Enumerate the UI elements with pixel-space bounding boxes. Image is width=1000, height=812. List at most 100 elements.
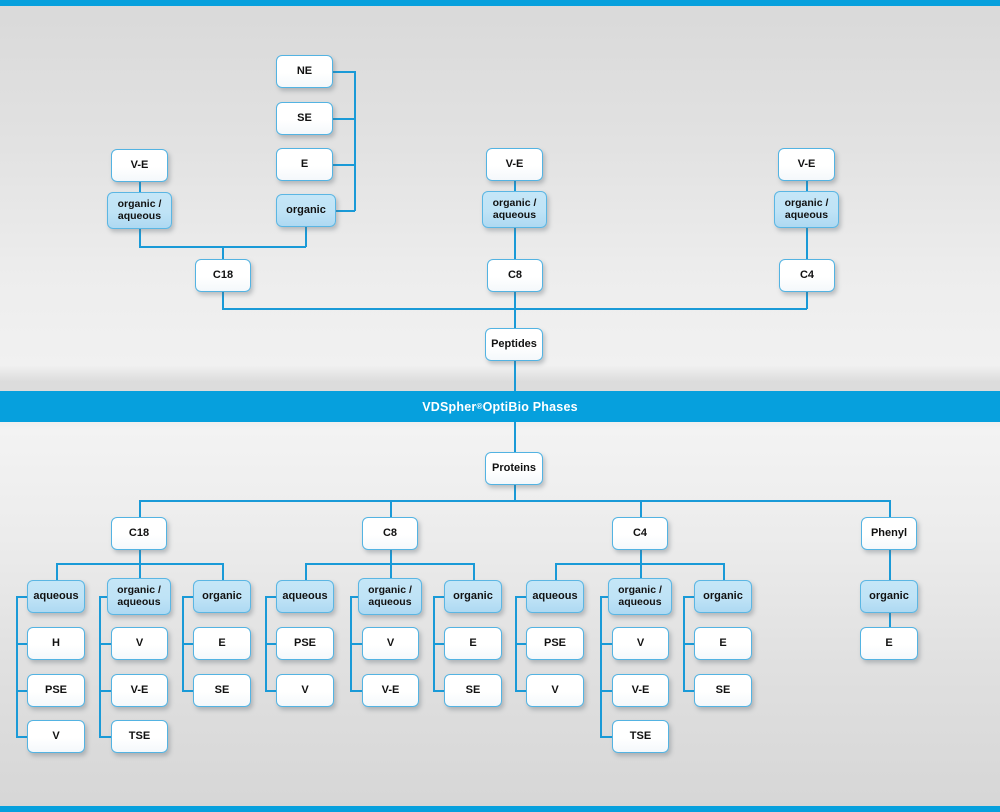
- link-proteins-bus-c8: [390, 500, 392, 518]
- link-c18-mode-aq: [56, 563, 58, 581]
- node-peptides[interactable]: Peptides: [485, 328, 543, 361]
- node-label: H: [52, 637, 60, 650]
- node-peptides-c18-organic[interactable]: organic: [276, 194, 336, 227]
- node-proteins-c18[interactable]: C18: [111, 517, 167, 550]
- node-label: organic: [286, 204, 326, 217]
- node-proteins-c4-aqueous-v[interactable]: V: [526, 674, 584, 707]
- stub-c18-aq-head: [16, 596, 28, 598]
- node-peptides-c8[interactable]: C8: [487, 259, 543, 292]
- banner-brand: VDSpher: [422, 399, 477, 414]
- stub-c18-oa-head: [99, 596, 109, 598]
- stub-c8-aq-head: [265, 596, 277, 598]
- bus-c18-aq: [16, 596, 18, 737]
- node-proteins-c18-organic-aqueous-v[interactable]: V: [111, 627, 168, 660]
- node-proteins-c8[interactable]: C8: [362, 517, 418, 550]
- node-proteins-c18-organic[interactable]: organic: [193, 580, 251, 613]
- node-proteins-c4-organic-aqueous-ve[interactable]: V-E: [612, 674, 669, 707]
- node-label: SE: [297, 112, 312, 125]
- node-label: C8: [382, 527, 398, 540]
- node-label: E: [300, 158, 309, 171]
- node-label: PSE: [44, 684, 67, 697]
- node-proteins-c4[interactable]: C4: [612, 517, 668, 550]
- stub-c18-org-1: [182, 643, 194, 645]
- node-proteins-phenyl-organic[interactable]: organic: [860, 580, 918, 613]
- link-c8-mode-org: [473, 563, 475, 581]
- node-label: organic: [869, 590, 909, 603]
- node-proteins-c8-organic[interactable]: organic: [444, 580, 502, 613]
- node-proteins-c8-aqueous-pse[interactable]: PSE: [276, 627, 334, 660]
- node-label: V: [551, 684, 559, 697]
- stub-c8-org-1: [433, 643, 445, 645]
- node-proteins-c4-aqueous[interactable]: aqueous: [526, 580, 584, 613]
- node-proteins-phenyl-organic-e[interactable]: E: [860, 627, 918, 660]
- node-proteins-c18-aqueous-pse[interactable]: PSE: [27, 674, 85, 707]
- node-peptides-c18-organic-se[interactable]: SE: [276, 102, 333, 135]
- node-label: C4: [632, 527, 648, 540]
- node-proteins-c18-organic-se[interactable]: SE: [193, 674, 251, 707]
- node-proteins-c18-aqueous-h[interactable]: H: [27, 627, 85, 660]
- node-label: organic: [202, 590, 242, 603]
- node-peptides-c4-organic-aqueous[interactable]: organic /aqueous: [774, 191, 839, 228]
- node-peptides-c18-organic-e[interactable]: E: [276, 148, 333, 181]
- link-peptides-bus-c4: [806, 292, 808, 309]
- node-peptides-c8-organic-aqueous-ve[interactable]: V-E: [486, 148, 543, 181]
- node-proteins-c18-organic-aqueous-tse[interactable]: TSE: [111, 720, 168, 753]
- node-proteins-c4-organic-aqueous[interactable]: organic /aqueous: [608, 578, 672, 615]
- node-proteins-c8-organic-aqueous-v[interactable]: V: [362, 627, 419, 660]
- node-proteins-c8-aqueous-v[interactable]: V: [276, 674, 334, 707]
- node-peptides-c18-organic-aqueous-ve[interactable]: V-E: [111, 149, 168, 182]
- node-proteins-c18-aqueous-v[interactable]: V: [27, 720, 85, 753]
- node-label: aqueous: [532, 590, 578, 603]
- node-label: V-E: [797, 158, 816, 171]
- node-peptides-c8-organic-aqueous[interactable]: organic /aqueous: [482, 191, 547, 228]
- node-label: aqueous: [282, 590, 328, 603]
- stub-c8-oa-head: [350, 596, 360, 598]
- node-proteins-phenyl[interactable]: Phenyl: [861, 517, 917, 550]
- node-proteins-c8-organic-aqueous-ve[interactable]: V-E: [362, 674, 419, 707]
- node-peptides-c18-organic-ne[interactable]: NE: [276, 55, 333, 88]
- node-proteins[interactable]: Proteins: [485, 452, 543, 485]
- stub-c4-aq-2: [515, 690, 527, 692]
- bus-c4-oa: [600, 596, 602, 737]
- node-proteins-c18-organic-aqueous-ve[interactable]: V-E: [111, 674, 168, 707]
- link-proteins-bus-phenyl: [889, 500, 891, 518]
- link-phenyl-organic-to-e: [889, 613, 891, 628]
- link-c18-down: [139, 550, 141, 563]
- node-proteins-c8-aqueous[interactable]: aqueous: [276, 580, 334, 613]
- node-proteins-c4-organic-se[interactable]: SE: [694, 674, 752, 707]
- link-c4-mode-org: [723, 563, 725, 581]
- node-peptides-c4-organic-aqueous-ve[interactable]: V-E: [778, 148, 835, 181]
- node-proteins-c8-organic-e[interactable]: E: [444, 627, 502, 660]
- node-peptides-c18-organic-aqueous[interactable]: organic /aqueous: [107, 192, 172, 229]
- node-proteins-c18-aqueous[interactable]: aqueous: [27, 580, 85, 613]
- node-peptides-c18[interactable]: C18: [195, 259, 251, 292]
- stub-c4-org-2: [683, 690, 695, 692]
- node-label: C18: [212, 269, 234, 282]
- link-proteins-bus-c4: [640, 500, 642, 518]
- stub-c18-org-head: [182, 596, 194, 598]
- node-label: Phenyl: [870, 527, 908, 540]
- node-label: organic /aqueous: [117, 583, 161, 608]
- node-proteins-c4-organic-aqueous-tse[interactable]: TSE: [612, 720, 669, 753]
- node-label: V-E: [505, 158, 524, 171]
- link-c4-down: [640, 550, 642, 563]
- node-label: V-E: [130, 684, 149, 697]
- node-proteins-c8-organic-aqueous[interactable]: organic /aqueous: [358, 578, 422, 615]
- link-peptides-to-banner: [514, 361, 516, 392]
- node-proteins-c4-organic-e[interactable]: E: [694, 627, 752, 660]
- node-proteins-c4-organic[interactable]: organic: [694, 580, 752, 613]
- node-label: V-E: [381, 684, 400, 697]
- stub-c4-oa-1: [600, 643, 613, 645]
- link-proteins-bus: [139, 500, 890, 502]
- stub-c4-org-1: [683, 643, 695, 645]
- node-proteins-c18-organic-aqueous[interactable]: organic /aqueous: [107, 578, 171, 615]
- stub-c18-oa-2: [99, 690, 112, 692]
- node-proteins-c8-organic-se[interactable]: SE: [444, 674, 502, 707]
- link-peptides-bus-c18: [222, 292, 224, 309]
- stub-c4-aq-1: [515, 643, 527, 645]
- node-proteins-c18-organic-e[interactable]: E: [193, 627, 251, 660]
- node-peptides-c4[interactable]: C4: [779, 259, 835, 292]
- node-proteins-c4-organic-aqueous-v[interactable]: V: [612, 627, 669, 660]
- node-proteins-c4-aqueous-pse[interactable]: PSE: [526, 627, 584, 660]
